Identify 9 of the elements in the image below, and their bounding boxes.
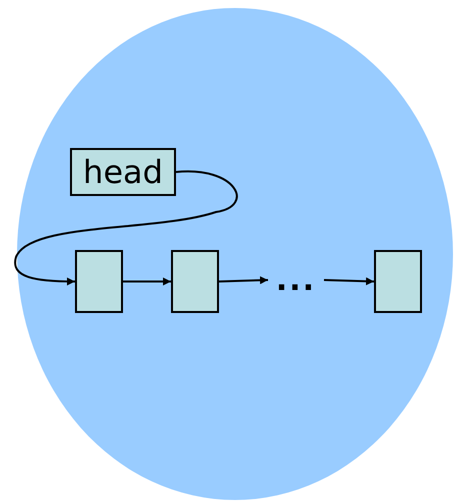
list-node-box — [75, 250, 123, 313]
list-node-box — [171, 250, 219, 313]
pointer-label-box: head — [70, 148, 176, 196]
arrow — [324, 277, 374, 286]
arrow — [218, 276, 268, 284]
list-node-box — [374, 250, 422, 313]
arrow — [123, 278, 171, 286]
ellipsis: ... — [268, 262, 324, 298]
arrow — [14, 170, 238, 286]
